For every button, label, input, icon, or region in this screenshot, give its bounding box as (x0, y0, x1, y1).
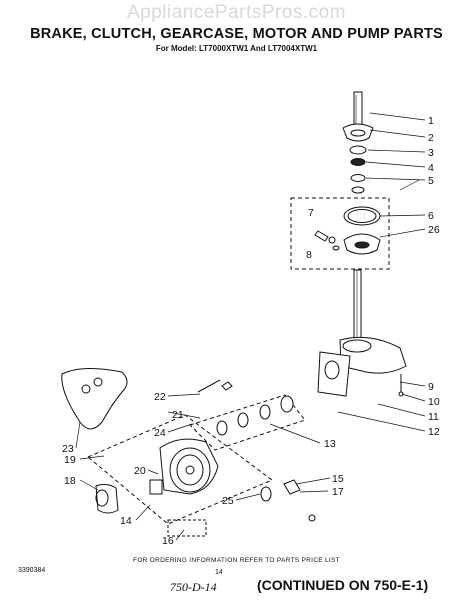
coupler-illustration (197, 379, 316, 522)
leader-lines (75, 112, 426, 541)
callout-10: 10 (428, 396, 440, 408)
continued-note: (CONTINUED ON 750-E-1) (257, 577, 429, 593)
callout-4: 4 (428, 162, 434, 174)
callout-7: 7 (308, 207, 314, 219)
callout-20: 20 (134, 465, 146, 477)
pump-parts-illustration (216, 395, 294, 436)
callout-9: 9 (428, 381, 434, 393)
model-subtitle: For Model: LT7000XTW1 And LT7004XTW1 (155, 44, 318, 53)
ordering-note: FOR ORDERING INFORMATION REFER TO PARTS … (133, 557, 340, 564)
lower-shaft-illustration (353, 269, 362, 341)
callout-6: 6 (428, 210, 434, 222)
callout-22: 22 (154, 391, 166, 403)
callout-17: 17 (332, 486, 344, 498)
callout-13: 13 (324, 438, 336, 450)
callout-16: 16 (162, 535, 174, 547)
callout-2: 2 (428, 132, 434, 144)
motor-box (87, 414, 273, 525)
callout-24: 24 (154, 427, 166, 439)
callout-25: 25 (222, 495, 234, 507)
drive-belt-illustration (61, 368, 128, 430)
callout-3: 3 (428, 147, 434, 159)
page-number: 14 (215, 569, 223, 576)
clutch-assembly-illustration (314, 206, 381, 255)
callout-23: 23 (62, 443, 74, 455)
callout-21: 21 (172, 409, 184, 421)
switch-illustration (95, 483, 119, 514)
callout-15: 15 (332, 473, 344, 485)
callout-14: 14 (120, 515, 132, 527)
callout-1: 1 (428, 115, 434, 127)
callout-18: 18 (64, 475, 76, 487)
callout-19: 19 (64, 454, 76, 466)
callout-labels: 1 2 3 4 5 6 7 26 8 9 10 11 12 13 22 21 2… (62, 115, 440, 547)
callout-26: 26 (428, 224, 440, 236)
callout-5: 5 (428, 175, 434, 187)
upper-shaft-illustration (342, 91, 374, 194)
document-number: 3390384 (18, 567, 46, 574)
handwritten-reference: 750-D-14 (170, 580, 217, 594)
callout-8: 8 (306, 249, 312, 261)
gearcase-illustration (317, 336, 407, 397)
diagram-title: BRAKE, CLUTCH, GEARCASE, MOTOR AND PUMP … (30, 26, 443, 42)
callout-12: 12 (428, 426, 440, 438)
cover-plate-illustration (167, 519, 207, 537)
motor-illustration (149, 438, 219, 495)
clutch-assembly-box (290, 197, 390, 270)
pump-box (189, 394, 306, 451)
watermark: AppliancePartsPros.com (126, 2, 347, 23)
callout-11: 11 (428, 411, 439, 423)
